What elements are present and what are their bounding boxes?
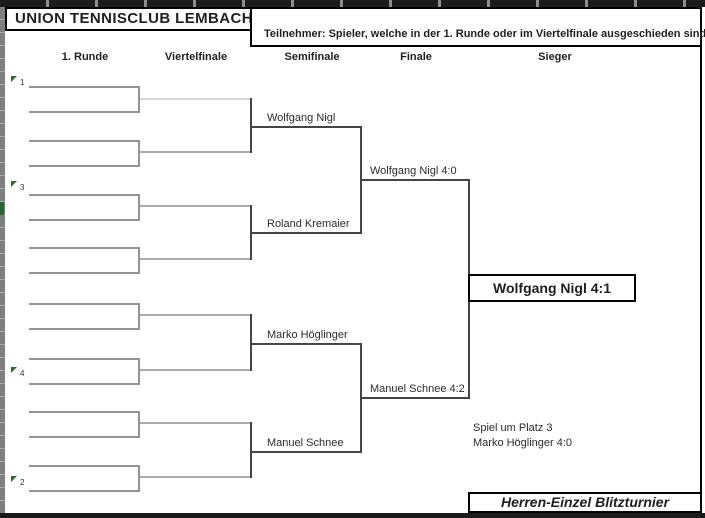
champion-box: Wolfgang Nigl 4:1 xyxy=(468,274,636,302)
seed-marker-1: 1 xyxy=(11,76,31,88)
round1-match-box xyxy=(29,303,140,330)
bracket-connector xyxy=(140,476,251,478)
final-slot-line xyxy=(360,397,470,399)
bracket-connector xyxy=(140,98,251,100)
bracket-connector xyxy=(140,314,251,316)
round1-match-box xyxy=(29,140,140,167)
semifinal-slot-line xyxy=(250,343,362,345)
quarterfinal-bracket-line xyxy=(250,422,252,478)
third-place-match: Spiel um Platz 3 Marko Höglinger 4:0 xyxy=(473,421,572,451)
column-header-winner: Sieger xyxy=(538,51,572,63)
window-top-edge xyxy=(0,0,705,7)
round1-match-box xyxy=(29,86,140,113)
quarterfinal-bracket-line xyxy=(250,98,252,153)
round1-match-box xyxy=(29,194,140,221)
bracket-connector xyxy=(140,369,251,371)
semifinal-slot-line xyxy=(250,232,362,234)
round1-match-box xyxy=(29,358,140,385)
third-place-result: Marko Höglinger 4:0 xyxy=(473,437,573,449)
column-header-round1: 1. Runde xyxy=(61,51,109,63)
window-bottom-edge xyxy=(0,513,705,518)
finalist-result: Wolfgang Nigl 4:0 xyxy=(370,165,457,177)
semifinalist-name: Roland Kremaier xyxy=(267,218,350,230)
sheet-right-border xyxy=(700,45,702,513)
column-header-final: Finale xyxy=(400,51,432,63)
event-title-box: Herren-Einzel Blitzturnier xyxy=(468,492,702,513)
seed-number: 4 xyxy=(20,369,25,378)
seed-marker-3: 3 xyxy=(11,181,31,193)
column-header-quarterfinal: Viertelfinale xyxy=(164,51,228,63)
quarterfinal-bracket-line xyxy=(250,314,252,371)
bracket-connector xyxy=(140,151,251,153)
participants-note: Teilnehmer: Spieler, welche in der 1. Ru… xyxy=(250,7,705,47)
final-slot-line xyxy=(360,179,470,181)
bracket-connector xyxy=(140,258,251,260)
seed-flag-icon xyxy=(11,76,17,82)
seed-marker-2: 2 xyxy=(11,476,31,488)
seed-flag-icon xyxy=(11,181,17,187)
semifinalist-name: Manuel Schnee xyxy=(267,437,344,449)
club-title: UNION TENNISCLUB LEMBACH xyxy=(5,7,253,31)
row-selection-mark xyxy=(0,202,4,215)
seed-number: 3 xyxy=(20,183,25,192)
seed-number: 2 xyxy=(20,478,25,487)
seed-flag-icon xyxy=(11,476,17,482)
column-header-semifinal: Semifinale xyxy=(284,51,340,63)
semifinalist-name: Wolfgang Nigl xyxy=(267,112,336,124)
bracket-connector xyxy=(140,422,251,424)
round1-match-box xyxy=(29,247,140,274)
third-place-label: Spiel um Platz 3 xyxy=(473,422,553,434)
semifinal-slot-line xyxy=(250,451,362,453)
seed-flag-icon xyxy=(11,367,17,373)
bracket-connector xyxy=(140,205,251,207)
finalist-result: Manuel Schnee 4:2 xyxy=(370,383,465,395)
semifinal-slot-line xyxy=(250,126,362,128)
round1-match-box xyxy=(29,411,140,438)
round1-match-box xyxy=(29,465,140,492)
seed-marker-4: 4 xyxy=(11,367,31,379)
window-left-edge xyxy=(0,7,5,518)
seed-number: 1 xyxy=(20,78,25,87)
semifinalist-name: Marko Höglinger xyxy=(267,329,348,341)
